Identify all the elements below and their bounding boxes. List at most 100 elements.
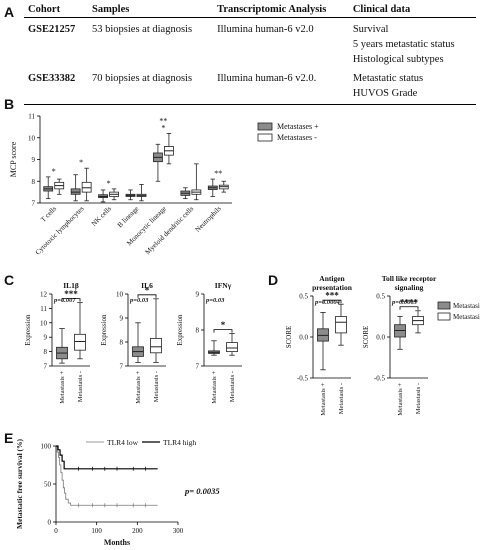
chart-b-y-axis-label: MCP score — [9, 141, 18, 177]
chart-e-x-tick-label: 200 — [132, 527, 143, 535]
chart-d2-title: Toll like receptor — [382, 274, 437, 283]
km-curve-tlr4-high — [56, 445, 158, 470]
chart-c2-x-tick-label: Metastasis - — [153, 371, 160, 402]
clinical-item: Metastatic status — [352, 73, 424, 84]
chart-d1-pvalue: p=0.0004 — [314, 299, 341, 306]
chart-c2-x-tick-label: Metastasis + — [135, 371, 142, 404]
chart-c1-title: IL1β — [63, 281, 79, 290]
chart-b-significance: ** — [159, 116, 167, 125]
chart-c3-box-minus — [226, 342, 238, 353]
chart-e-x-tick-label: 300 — [173, 527, 184, 535]
chart-c1-y-tick-label: 7 — [44, 363, 48, 371]
chart-d1-title: Antigen — [319, 274, 345, 283]
chart-b-x-tick-label: Neutrophils — [194, 205, 223, 234]
header-samples: Samples — [88, 2, 214, 18]
panel-letter-e: E — [4, 430, 14, 446]
legend-b-label-minus: Metastases - — [277, 133, 317, 142]
chart-d2-bracket — [399, 306, 419, 310]
chart-c2-y-tick-label: 7 — [120, 363, 124, 371]
chart-b-x-tick-label: Cytotoxic lymphocytes — [34, 205, 86, 257]
chart-b-y-tick-label: 8 — [32, 178, 36, 186]
chart-c1-y-axis-label: Expression — [24, 314, 32, 346]
box-metastases-plus — [70, 188, 81, 195]
chart-c2-y-tick-label: 10 — [116, 291, 124, 299]
samples-cell: 70 biopsies at diagnosis — [88, 67, 214, 105]
clinical-item: Survival — [352, 24, 389, 35]
panel-letter-c: C — [4, 272, 15, 288]
chart-e-x-tick-label: 100 — [91, 527, 102, 535]
analysis-cell: Illumina human-6 v2.0. — [213, 67, 349, 105]
chart-d2-x-tick-label: Metastasis + — [397, 383, 404, 416]
panel-letter-a: A — [4, 4, 15, 20]
chart-e-pvalue: p= 0.0035 — [184, 486, 220, 496]
chart-c2-y-axis-label: Expression — [100, 314, 108, 346]
legend-d-label-minus: Metastasis - — [453, 313, 480, 321]
cohort-cell: GSE21257 — [28, 24, 76, 35]
chart-c1-x-tick-label: Metastasis + — [59, 371, 66, 404]
chart-b-significance: * — [79, 158, 83, 167]
legend-b-label-plus: Metastases + — [277, 122, 319, 131]
chart-c3-x-tick-label: Metastasis - — [229, 371, 236, 402]
chart-c2-title: IL6 — [141, 281, 153, 290]
chart-d1-box-minus — [335, 316, 347, 334]
clinical-cell: Survival 5 years metastatic status Histo… — [349, 18, 476, 68]
chart-b-significance: * — [107, 179, 111, 188]
samples-cell: 53 biopsies at diagnosis — [92, 24, 193, 35]
chart-c1-box-minus — [74, 333, 86, 351]
chart-c2-significance: * — [145, 285, 150, 295]
legend-d-swatch-minus — [437, 312, 451, 321]
legend-b-swatch-minus — [257, 133, 273, 142]
chart-c2-box-minus — [150, 337, 162, 354]
panel-letter-b: B — [4, 96, 15, 112]
chart-e-y-axis-label: Metastatic free survival (%) — [15, 438, 24, 529]
chart-e-x-tick-label: 0 — [54, 527, 58, 535]
chart-d2-title: signaling — [395, 283, 424, 292]
panel-letter-d: D — [268, 272, 279, 288]
clinical-cell: Metastatic status HUVOS Grade — [348, 67, 476, 105]
chart-c3-bracket — [213, 329, 233, 333]
legend-d-swatch-plus — [437, 301, 451, 310]
chart-d2-y-tick-label: 0.0 — [376, 334, 385, 342]
chart-d1-significance: *** — [325, 291, 339, 301]
chart-c1-y-tick-label: 9 — [44, 334, 48, 342]
chart-d1-y-axis-label: SCORE — [285, 326, 293, 349]
legend-e-label-high: TLR4 high — [163, 438, 196, 447]
chart-b-significance: ** — [214, 169, 222, 178]
header-clinical: Clinical data — [348, 2, 476, 18]
km-curve-tlr4-low — [56, 445, 158, 506]
box-metastases-minus — [81, 181, 92, 193]
chart-b-y-tick-label: 7 — [32, 200, 36, 208]
chart-c1-pvalue: p=0.007 — [53, 297, 76, 304]
chart-e-x-axis-label: Months — [104, 538, 130, 547]
chart-c2-y-tick-label: 9 — [120, 315, 124, 323]
chart-c1-y-tick-label: 11 — [40, 305, 47, 313]
legend-e-label-low: TLR4 low — [107, 438, 139, 447]
chart-c2-bracket — [137, 294, 157, 298]
chart-d1-title: presentation — [312, 283, 353, 292]
chart-c3-x-tick-label: Metastasis + — [211, 371, 218, 404]
chart-e-y-tick-label: 100 — [41, 443, 52, 451]
chart-c1-y-tick-label: 10 — [40, 319, 48, 327]
legend-d-label-plus: Metastasis + — [453, 302, 480, 310]
chart-d2-x-tick-label: Metastasis - — [415, 383, 422, 414]
chart-d2-significance: **** — [400, 297, 419, 307]
chart-e-y-tick-label: 0 — [48, 519, 52, 527]
analysis-cell: Illumina human-6 v2.0 — [217, 24, 314, 35]
chart-d2-y-tick-label: -0.5 — [374, 375, 386, 383]
chart-e-y-tick-label: 50 — [44, 481, 52, 489]
chart-d1-y-tick-label: 0.0 — [299, 334, 308, 342]
chart-d1-bracket — [322, 299, 342, 304]
chart-d1-y-tick-label: -0.5 — [297, 375, 309, 383]
chart-d1-x-tick-label: Metastasis + — [320, 383, 327, 416]
chart-c1-y-tick-label: 8 — [44, 348, 48, 356]
chart-b-significance: * — [52, 167, 56, 176]
cohort-cell: GSE33382 — [24, 67, 88, 105]
chart-c3-y-tick-label: 7 — [196, 363, 200, 371]
chart-c1-y-tick-label: 12 — [40, 291, 48, 299]
chart-b-x-tick-label: NK cells — [90, 205, 113, 228]
clinical-item: HUVOS Grade — [352, 88, 418, 99]
chart-b-x-tick-label: Myeloid dendritic cells — [144, 205, 196, 257]
chart-c1-significance: *** — [64, 289, 78, 299]
chart-b-significance: * — [161, 123, 165, 132]
